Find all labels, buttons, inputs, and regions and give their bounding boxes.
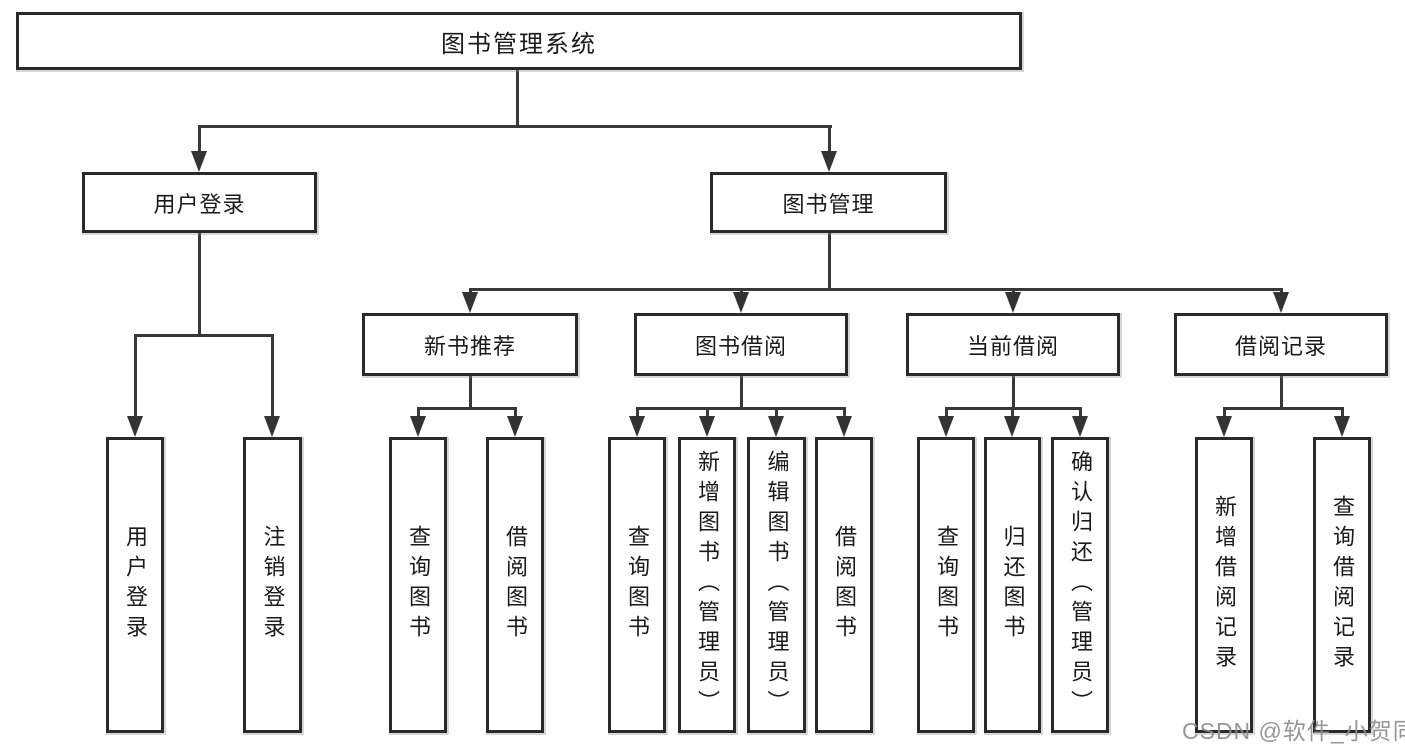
node-label: 图书管理 [782,191,875,217]
node-label: 编辑图书（管理员） [764,450,790,720]
arrowhead-down-icon [462,292,478,313]
arrowhead-down-icon [836,416,852,437]
connector-line [1011,407,1014,418]
connector-line [636,407,846,410]
leaf-br-add-record: 新增借阅记录 [1195,437,1253,733]
arrowhead-down-icon [1004,416,1020,437]
connector-line [469,376,472,410]
connector-line [828,233,831,291]
arrowhead-down-icon [699,416,715,437]
connector-line [198,125,832,128]
node-user-login: 用户登录 [82,172,317,233]
leaf-nb-query-books: 查询图书 [389,437,447,733]
connector-line [636,407,639,418]
connector-line [1223,407,1344,410]
leaf-logout: 注销登录 [243,437,302,733]
node-label: 注销登录 [260,525,286,645]
connector-line [134,334,137,418]
node-label: 查询图书 [406,525,431,645]
arrowhead-down-icon [768,416,784,437]
leaf-nb-borrow-books: 借阅图书 [486,437,544,733]
connector-line [1280,376,1283,410]
leaf-bb-add-books-admin: 新增图书（管理员） [678,437,736,733]
arrowhead-down-icon [1216,416,1232,437]
arrowhead-down-icon [1072,416,1088,437]
node-book-borrowing: 图书借阅 [634,313,848,376]
node-book-management: 图书管理 [710,172,947,233]
leaf-bb-borrow-books: 借阅图书 [815,437,873,733]
csdn-watermark: CSDN @软件_小贺同学 [1182,718,1405,744]
arrowhead-down-icon [191,151,207,172]
leaf-user-login: 用户登录 [106,437,164,733]
arrowhead-down-icon [127,416,143,437]
leaf-cb-return-books: 归还图书 [984,437,1041,733]
connector-line [198,233,201,337]
node-label: 图书借阅 [694,333,787,359]
connector-line [706,407,709,418]
node-library-management-system: 图书管理系统 [16,12,1022,70]
node-label: 新增借阅记录 [1212,495,1237,675]
connector-line [198,125,201,153]
connector-line [417,407,517,410]
arrowhead-down-icon [410,416,426,437]
connector-line [843,407,846,418]
node-label: 图书管理系统 [441,30,597,58]
connector-line [417,407,420,418]
connector-line [134,334,274,337]
connector-line [1079,407,1082,418]
node-label: 用户登录 [153,191,246,217]
connector-line [775,407,778,418]
connector-line [271,334,274,418]
node-label: 借阅图书 [832,525,857,645]
node-label: 用户登录 [123,525,148,645]
arrowhead-down-icon [507,416,523,437]
arrowhead-down-icon [733,292,749,313]
node-label: 新书推荐 [423,333,516,359]
node-label: 查询借阅记录 [1330,495,1355,675]
connector-line [828,125,831,153]
node-label: 借阅记录 [1234,333,1327,359]
arrowhead-down-icon [1273,292,1289,313]
arrowhead-down-icon [821,151,837,172]
node-new-book-recommendation: 新书推荐 [362,313,578,376]
node-label: 确认归还（管理员） [1068,450,1093,720]
arrowhead-down-icon [1005,292,1021,313]
connector-line [516,70,519,128]
connector-line [1223,407,1226,418]
leaf-br-query-record: 查询借阅记录 [1313,437,1371,733]
node-label: 查询图书 [625,525,650,645]
connector-line [469,288,1282,291]
node-label: 新增图书（管理员） [695,450,720,720]
connector-line [945,407,948,418]
node-current-borrowing: 当前借阅 [906,313,1120,376]
connector-line [740,376,743,410]
arrowhead-down-icon [629,416,645,437]
node-label: 借阅图书 [503,525,528,645]
node-label: 当前借阅 [966,333,1059,359]
node-label: 查询图书 [934,525,959,645]
leaf-cb-confirm-return-admin: 确认归还（管理员） [1051,437,1109,733]
node-borrowing-records: 借阅记录 [1174,313,1388,376]
arrowhead-down-icon [1334,416,1350,437]
arrowhead-down-icon [264,416,280,437]
connector-line [1012,376,1015,410]
connector-line [514,407,517,418]
leaf-cb-query-books: 查询图书 [917,437,975,733]
node-label: 归还图书 [1000,525,1026,645]
connector-line [1341,407,1344,418]
leaf-bb-query-books: 查询图书 [608,437,666,733]
leaf-bb-edit-books-admin: 编辑图书（管理员） [747,437,806,733]
arrowhead-down-icon [938,416,954,437]
